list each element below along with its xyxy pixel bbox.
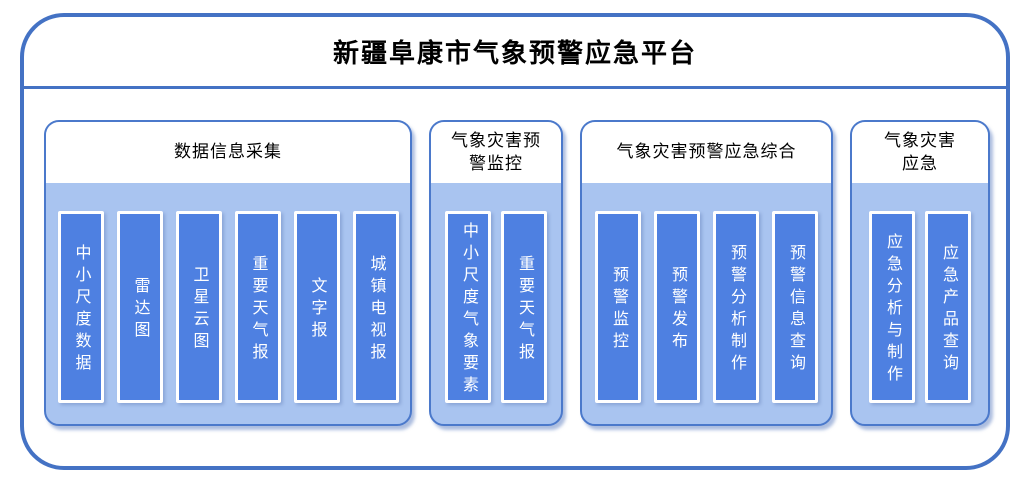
group-disaster-emergency: 气象灾害 应急 应急分析与制作 应急产品查询 <box>850 120 990 426</box>
group-data-collection-body: 中小尺度数据 雷达图 卫星云图 重要天气报 文字报 城镇电视报 <box>46 183 410 424</box>
module-item: 中小尺度数据 <box>57 211 104 403</box>
module-item: 应急分析与制作 <box>869 211 915 403</box>
module-item-label: 应急分析与制作 <box>884 233 901 387</box>
module-item-label: 预警发布 <box>669 266 686 354</box>
module-item: 应急产品查询 <box>925 211 971 403</box>
groups-row: 数据信息采集 中小尺度数据 雷达图 卫星云图 重要天气报 文字报 城镇电视报 气象灾害预 … <box>24 89 1006 426</box>
module-item-label: 雷达图 <box>131 277 149 343</box>
group-data-collection: 数据信息采集 中小尺度数据 雷达图 卫星云图 重要天气报 文字报 城镇电视报 <box>44 120 412 426</box>
group-warning-monitor-body: 中小尺度气象要素 重要天气报 <box>431 183 561 424</box>
module-item-label: 重要天气报 <box>516 255 533 365</box>
module-item: 重要天气报 <box>234 211 281 403</box>
module-item-label: 应急产品查询 <box>940 244 957 376</box>
module-item: 中小尺度气象要素 <box>445 211 491 403</box>
group-data-collection-title: 数据信息采集 <box>46 122 410 183</box>
page-title: 新疆阜康市气象预警应急平台 <box>332 38 697 68</box>
module-item-label: 预警分析制作 <box>728 244 745 376</box>
module-item: 雷达图 <box>116 211 163 403</box>
module-item: 预警发布 <box>654 211 700 403</box>
module-item-label: 城镇电视报 <box>367 255 385 365</box>
module-item-label: 预警信息查询 <box>787 244 804 376</box>
group-warning-monitor: 气象灾害预 警监控 中小尺度气象要素 重要天气报 <box>429 120 563 426</box>
module-item: 重要天气报 <box>501 211 547 403</box>
group-warning-emergency-comprehensive-title: 气象灾害预警应急综合 <box>582 122 831 183</box>
group-disaster-emergency-title: 气象灾害 应急 <box>852 122 988 183</box>
module-item: 城镇电视报 <box>352 211 399 403</box>
group-warning-monitor-title: 气象灾害预 警监控 <box>431 122 561 183</box>
module-item-label: 重要天气报 <box>249 255 267 365</box>
module-item-label: 卫星云图 <box>190 266 208 354</box>
module-item-label: 预警监控 <box>610 266 627 354</box>
module-item: 文字报 <box>293 211 340 403</box>
group-warning-emergency-comprehensive: 气象灾害预警应急综合 预警监控 预警发布 预警分析制作 预警信息查询 <box>580 120 833 426</box>
platform-frame: 新疆阜康市气象预警应急平台 数据信息采集 中小尺度数据 雷达图 卫星云图 重要天气报 文… <box>20 13 1010 470</box>
module-item: 卫星云图 <box>175 211 222 403</box>
module-item-label: 中小尺度气象要素 <box>460 222 477 398</box>
module-item-label: 文字报 <box>308 277 326 343</box>
module-item: 预警信息查询 <box>772 211 818 403</box>
group-disaster-emergency-body: 应急分析与制作 应急产品查询 <box>852 183 988 424</box>
title-row: 新疆阜康市气象预警应急平台 <box>24 17 1006 89</box>
group-warning-emergency-comprehensive-body: 预警监控 预警发布 预警分析制作 预警信息查询 <box>582 183 831 424</box>
module-item: 预警分析制作 <box>713 211 759 403</box>
module-item: 预警监控 <box>595 211 641 403</box>
module-item-label: 中小尺度数据 <box>72 244 90 376</box>
